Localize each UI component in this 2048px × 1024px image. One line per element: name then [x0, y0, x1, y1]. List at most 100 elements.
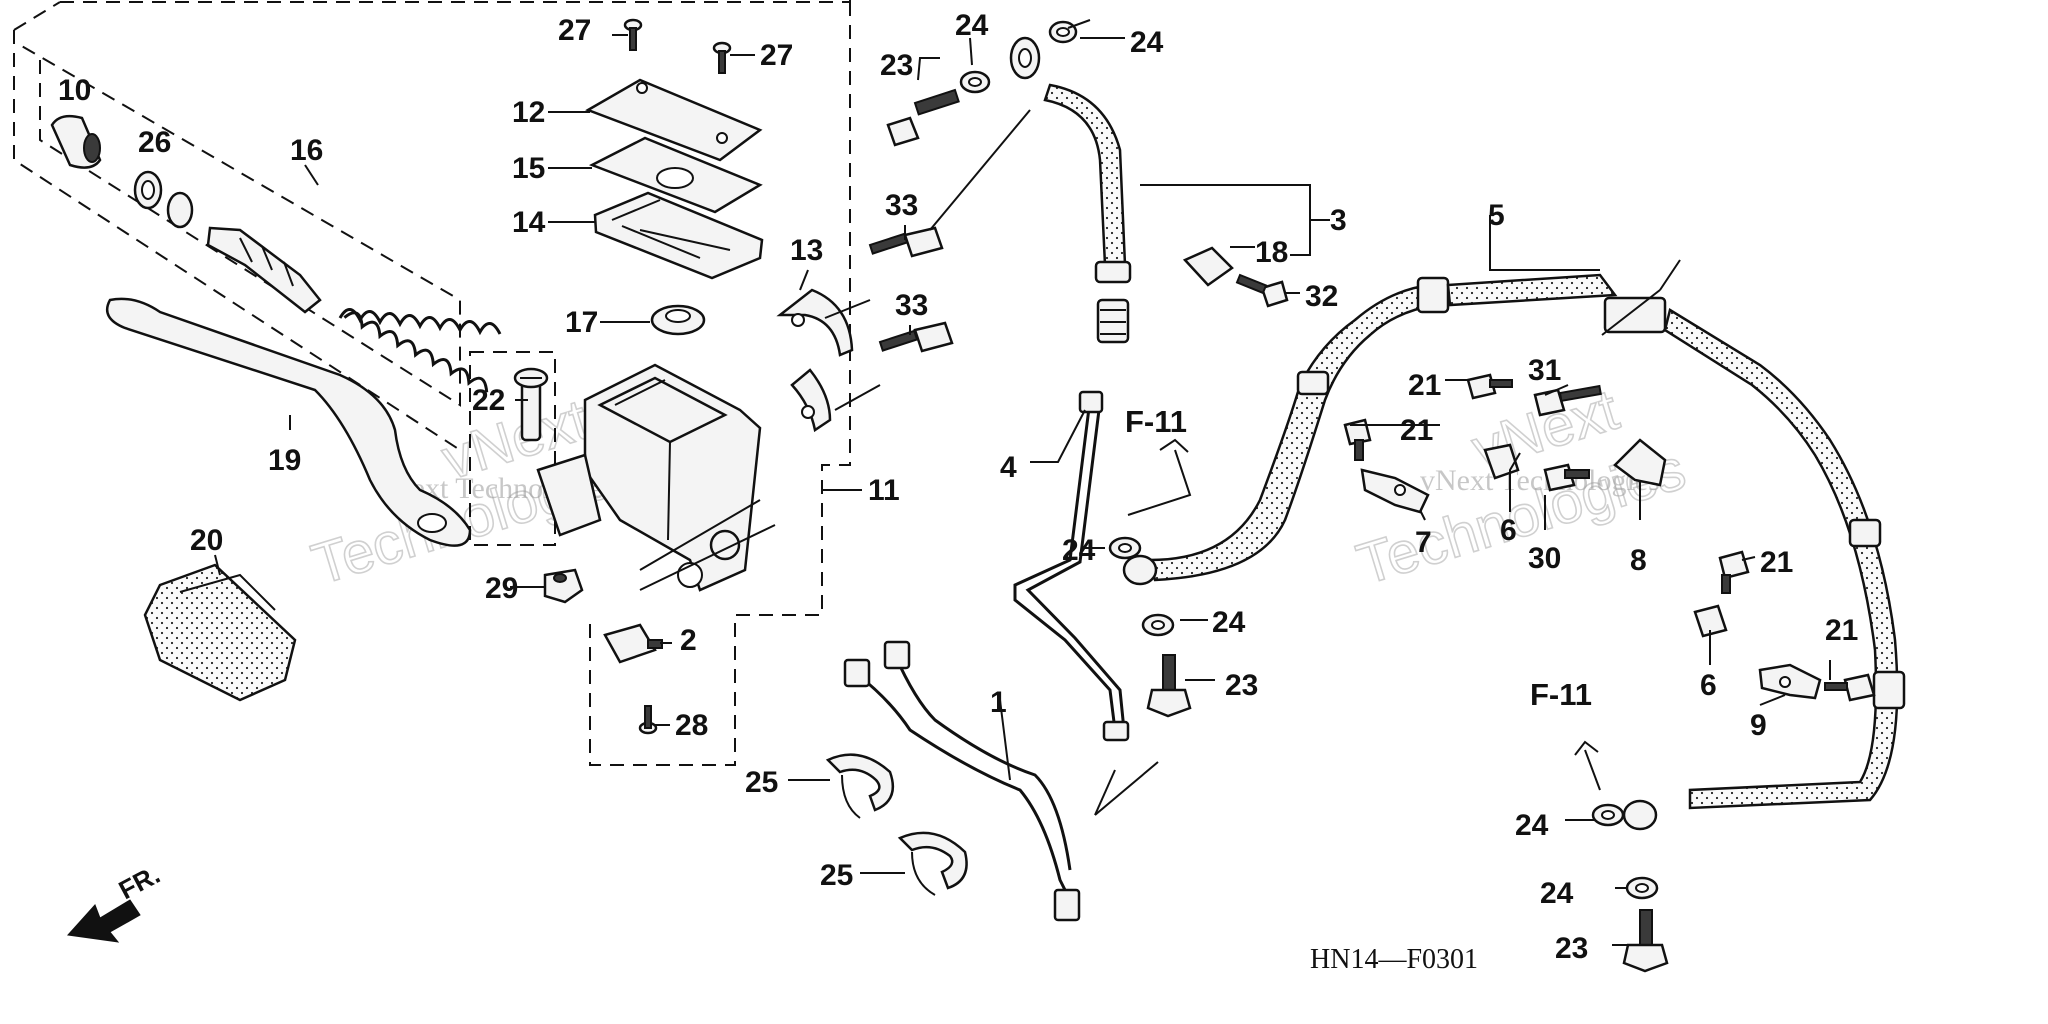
hose-clamp [1182, 246, 1234, 287]
callout-17: 17 [565, 306, 598, 339]
callout-20: 20 [190, 524, 223, 557]
leader-lines [214, 19, 1831, 946]
callout-25b: 25 [820, 859, 853, 892]
callout-6a: 6 [1500, 514, 1517, 547]
callout-2: 2 [680, 624, 697, 657]
callout-21b: 21 [1400, 414, 1433, 447]
piston-spring [338, 308, 502, 393]
master-cylinder-body [536, 363, 762, 592]
oil-bolt-upper [886, 88, 960, 147]
callout-24e: 24 [1515, 809, 1549, 842]
callout-15: 15 [512, 152, 545, 185]
callout-12: 12 [512, 96, 545, 129]
clamp-bolt [1235, 273, 1289, 308]
leader-16 [304, 164, 319, 186]
callout-23c: 23 [1555, 932, 1588, 965]
brake-lever [105, 297, 472, 547]
callout-11: 11 [868, 474, 900, 507]
callout-25a: 25 [745, 766, 778, 799]
callout-24b: 24 [1130, 26, 1164, 59]
circlip [133, 170, 194, 229]
callout-31: 31 [1528, 354, 1561, 387]
oil-bolt-left [1146, 654, 1192, 718]
diaphragm [593, 191, 764, 280]
callout-8: 8 [1630, 544, 1647, 577]
callout-13: 13 [790, 234, 823, 267]
callout-4: 4 [1000, 451, 1017, 484]
cap-screw-lower [712, 41, 732, 74]
flange-bolt-21-c [1718, 550, 1750, 594]
flange-bolt-21-a [1466, 373, 1513, 400]
wire-band-upper [825, 753, 895, 819]
callout-21c: 21 [1760, 546, 1793, 579]
brake-pipe [1013, 390, 1130, 742]
callout-27b: 27 [760, 39, 793, 72]
hose-stay-8 [1613, 438, 1667, 487]
hose-stay-7 [1360, 468, 1430, 514]
switch-screw [638, 705, 658, 735]
callout-30: 30 [1528, 542, 1561, 575]
callout-5: 5 [1488, 199, 1505, 232]
callout-23b: 23 [1225, 669, 1258, 702]
front-direction-arrow: FR. [66, 859, 165, 943]
diaphragm-plate [588, 136, 763, 214]
pivot-nut [543, 568, 584, 604]
reference-label-right: F-11 [1530, 677, 1592, 712]
master-cylinder-assembly-outline [13, 0, 851, 766]
sealing-washer-upper-a [959, 70, 991, 94]
callout-33a: 33 [885, 189, 918, 222]
sight-glass [650, 304, 706, 336]
callout-24f: 24 [1540, 877, 1574, 910]
front-brake-hose-left [1122, 276, 1450, 586]
callout-18: 18 [1255, 236, 1288, 269]
piston-boot [50, 114, 102, 169]
reference-label-left: F-11 [1125, 404, 1187, 439]
callout-numbers: 1 2 3 4 5 6 6 7 8 9 10 11 12 13 14 15 16… [58, 9, 1858, 965]
callout-21d: 21 [1825, 614, 1858, 647]
callout-23a: 23 [880, 49, 913, 82]
sealing-washer-left-b [1141, 613, 1175, 637]
callout-10: 10 [58, 74, 91, 107]
callout-27a: 27 [558, 14, 591, 47]
callout-28: 28 [675, 709, 708, 742]
sealing-washer-right-b [1625, 876, 1659, 900]
reservoir-cap [585, 78, 763, 162]
callout-24a: 24 [955, 9, 989, 42]
callout-7: 7 [1415, 526, 1432, 559]
callout-14: 14 [512, 206, 546, 239]
lever-pivot-bolt [513, 367, 549, 442]
hose-clip-lower [1693, 604, 1728, 638]
callout-3: 3 [1330, 204, 1347, 237]
flange-bolt-31 [1533, 384, 1602, 417]
switch-kit-outline [469, 351, 556, 546]
direction-label: FR. [114, 859, 165, 905]
switch-harness [843, 640, 1081, 922]
drawing-code: HN14—F0301 [1310, 944, 1478, 975]
callout-24d: 24 [1212, 606, 1246, 639]
callout-21a: 21 [1408, 369, 1441, 402]
sealing-washer-right-a [1591, 803, 1625, 827]
sealing-washer-left-a [1108, 536, 1142, 560]
callout-33b: 33 [895, 289, 928, 322]
flange-bolt-21-d [1824, 673, 1876, 702]
callout-32: 32 [1305, 280, 1338, 313]
upper-brake-hose [1009, 36, 1132, 344]
callout-16: 16 [290, 134, 323, 167]
callout-26: 26 [138, 126, 171, 159]
wire-band-lower [897, 831, 968, 896]
flange-bolt-30 [1543, 463, 1590, 492]
handlebar-holder [776, 288, 854, 433]
callout-9: 9 [1750, 709, 1767, 742]
callout-6b: 6 [1700, 669, 1717, 702]
hose-stay-9 [1758, 663, 1822, 700]
holder-bolt-lower [878, 321, 954, 353]
stop-switch [603, 623, 663, 664]
cap-screw-upper [623, 18, 643, 51]
oil-bolt-right [1622, 909, 1669, 973]
holder-bolt-upper [868, 226, 944, 258]
callout-24c: 24 [1062, 534, 1096, 567]
callout-1: 1 [990, 686, 1007, 719]
callout-22: 22 [472, 384, 505, 417]
